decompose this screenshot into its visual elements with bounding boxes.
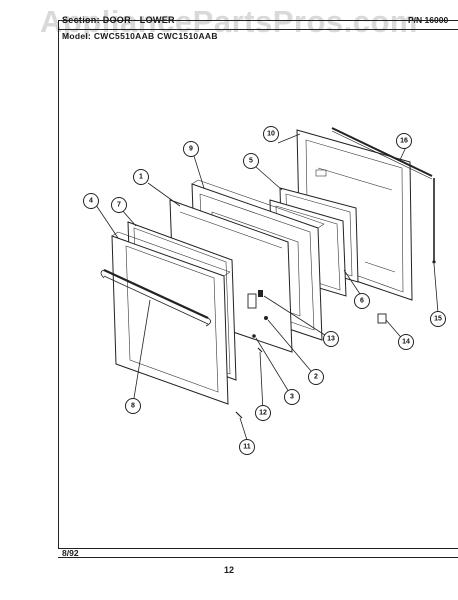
svg-text:3: 3 [290,394,294,401]
model-line: Model: CWC5510AAB CWC1510AAB [62,31,218,41]
callout-1: 1 [133,169,149,185]
callout-8: 8 [125,398,141,414]
part-14-clip [377,313,387,324]
header-rule [58,29,458,30]
callout-10: 10 [263,126,279,142]
page-frame [58,20,458,548]
footer-rule [58,548,458,549]
svg-text:9: 9 [189,146,193,153]
callout-7: 7 [111,197,127,213]
callout-15: 15 [430,311,446,327]
callout-2: 2 [308,369,324,385]
callout-9: 9 [183,141,199,157]
svg-text:1: 1 [139,174,143,181]
svg-text:8: 8 [131,403,135,410]
svg-text:5: 5 [249,158,253,165]
revision-date: 8/92 [62,548,79,558]
svg-text:10: 10 [267,131,275,138]
callout-16: 16 [396,133,412,149]
page-number: 12 [223,565,234,575]
part-13-hinge-bracket [247,290,263,309]
part-3-screw [252,334,256,338]
svg-text:2: 2 [314,374,318,381]
svg-text:11: 11 [243,444,251,451]
callout-3: 3 [284,389,300,405]
svg-text:6: 6 [360,298,364,305]
svg-text:7: 7 [117,202,121,209]
callout-11: 11 [239,439,255,455]
part-number: P/N 16000 [408,15,449,25]
part-2-screw [264,316,268,320]
part-15-side-rod [432,178,436,264]
callout-6: 6 [354,293,370,309]
part-12-screw [257,347,263,353]
callout-5: 5 [243,153,259,169]
part-16-top-trim [331,127,433,180]
svg-text:15: 15 [434,316,442,323]
footer-rule-lower [58,557,458,558]
svg-text:4: 4 [89,198,93,205]
callout-12: 12 [255,405,271,421]
part-4-door-frame [111,231,231,405]
svg-text:13: 13 [327,336,335,343]
section-title: Section: DOOR - LOWER [62,15,175,25]
part-11-pin [235,411,243,419]
svg-text:16: 16 [400,138,408,145]
callout-13: 13 [323,331,339,347]
part-8-handle [100,269,211,327]
callout-4: 4 [83,193,99,209]
svg-text:14: 14 [402,339,410,346]
callout-14: 14 [398,334,414,350]
svg-text:12: 12 [259,410,267,417]
